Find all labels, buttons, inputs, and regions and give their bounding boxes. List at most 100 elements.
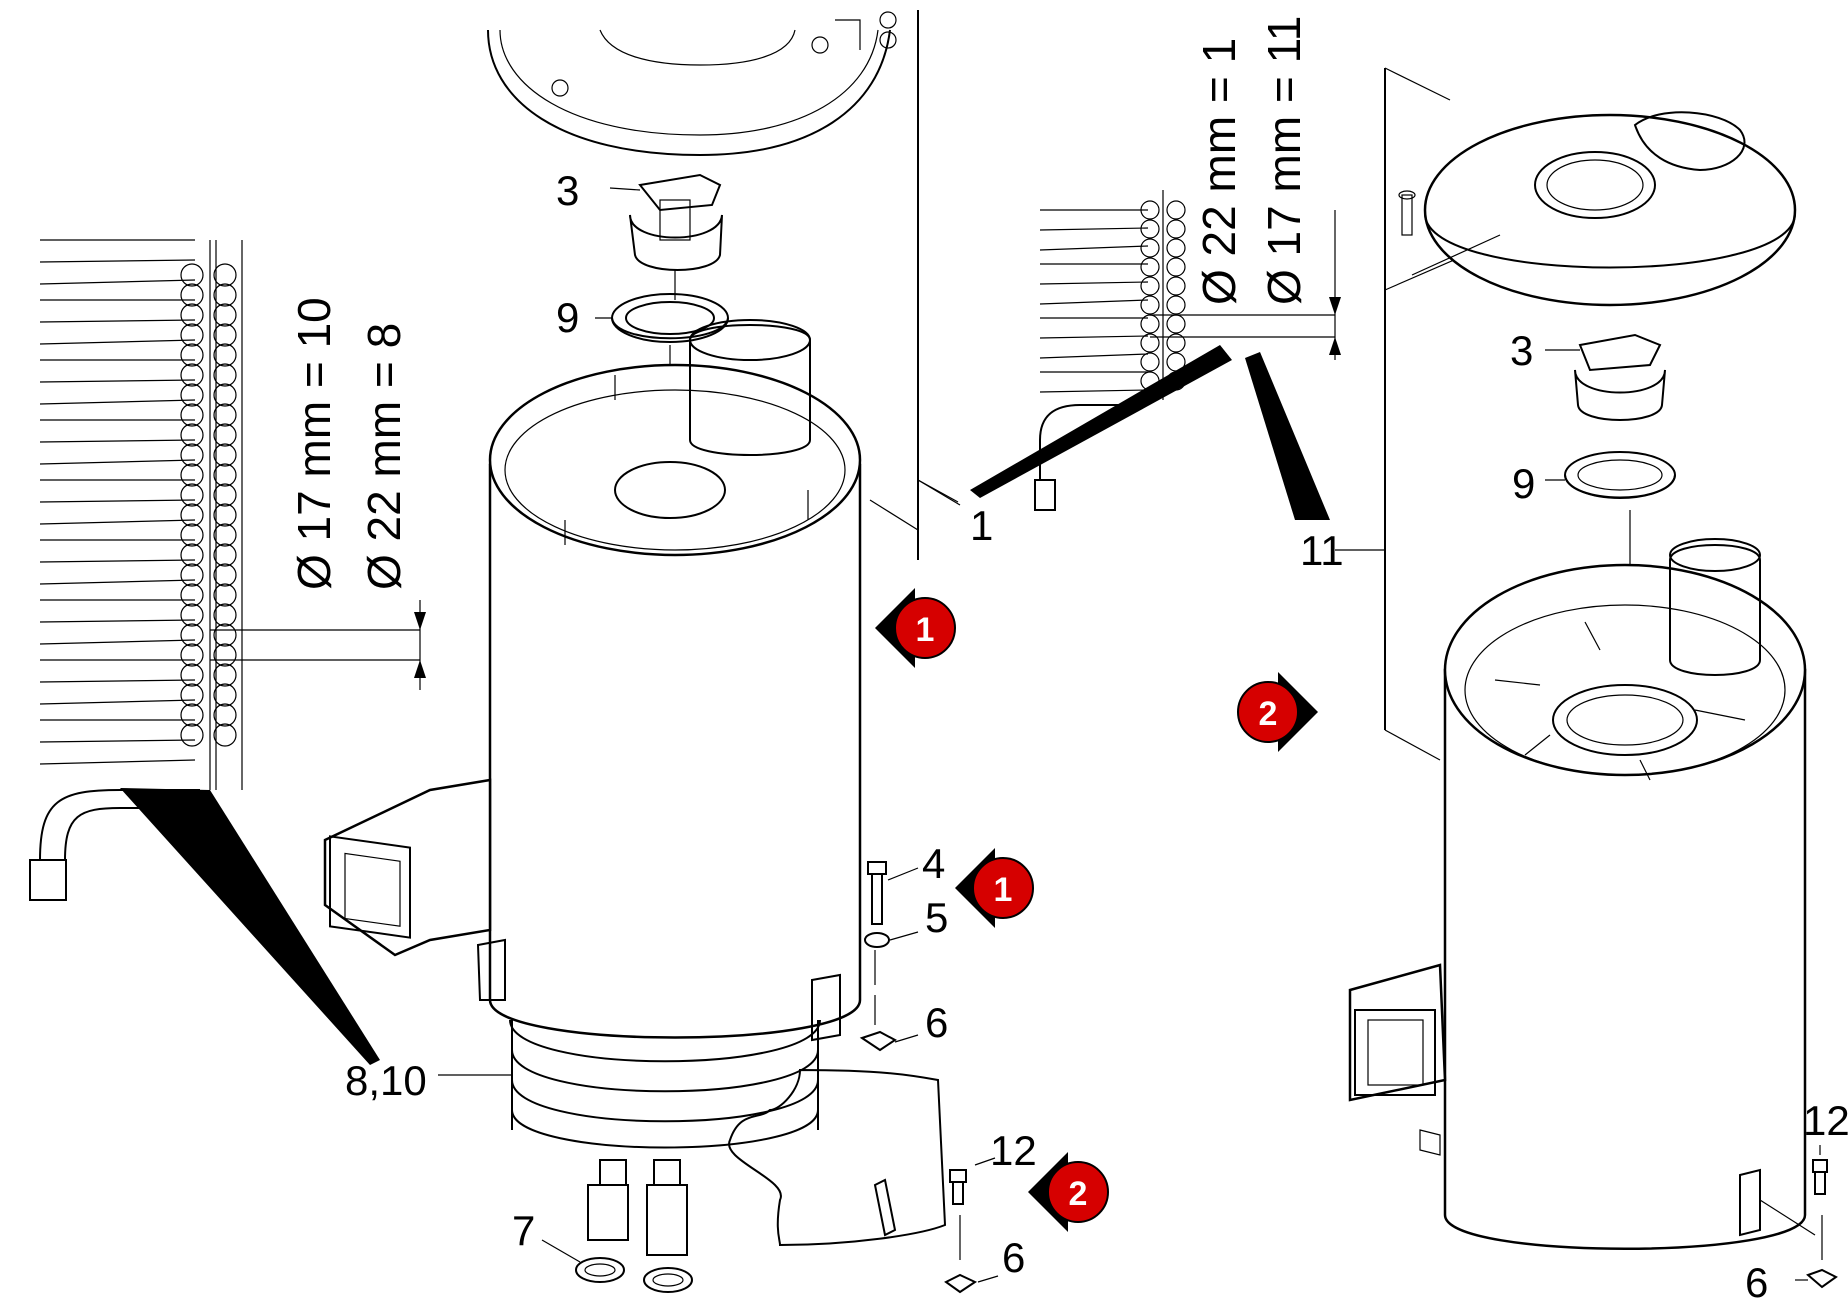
coil-fin [39, 319, 196, 323]
coil-tube [1140, 219, 1160, 239]
coil-connector [29, 859, 67, 901]
coil-tube [180, 383, 204, 407]
coil-tube [180, 503, 204, 527]
part-label-3: 3 [556, 167, 579, 214]
nut [879, 31, 897, 49]
coil-fin [1039, 299, 1149, 305]
coil-tube [213, 323, 237, 347]
coil-tube [180, 343, 204, 367]
center-assembly [323, 10, 999, 1294]
coil-fin [1039, 353, 1149, 359]
coil-tube [213, 283, 237, 307]
burner-holder [609, 173, 723, 271]
coil-fin [1039, 389, 1149, 393]
coil-tube [1166, 257, 1186, 277]
top-plate [1423, 113, 1797, 307]
svg-text:2: 2 [1259, 695, 1278, 733]
coil-tube [213, 463, 237, 487]
coil-tube [213, 403, 237, 427]
coil-tube [213, 303, 237, 327]
callout-pointer [1245, 352, 1330, 520]
coil-tube [180, 303, 204, 327]
coil-fin [1039, 335, 1149, 339]
coil-tube [213, 683, 237, 707]
coil-tube [180, 583, 204, 607]
coil-fin [39, 259, 196, 263]
coil-tube [1140, 276, 1160, 296]
coil-tube [1166, 314, 1186, 334]
coil-tube [180, 643, 204, 667]
part-label-5: 5 [925, 894, 948, 941]
coil-tube [180, 283, 204, 307]
coil-tube [213, 663, 237, 687]
coil-tube [1140, 238, 1160, 258]
coil-tube [213, 563, 237, 587]
coil-tube [180, 523, 204, 547]
coil-fin [39, 399, 196, 405]
coil-tube [180, 263, 204, 287]
coil-tube [1140, 257, 1160, 277]
coil-fins [1039, 209, 1149, 393]
coil-fin [1039, 245, 1149, 251]
coil-tube [213, 503, 237, 527]
part-label-6: 6 [1002, 1234, 1025, 1281]
coil-fin [39, 459, 196, 465]
coil-tube [1166, 219, 1186, 239]
coil-fin [39, 619, 196, 623]
coil-tube [213, 603, 237, 627]
coil-tube [1166, 333, 1186, 353]
bolt-washer-nut [859, 861, 919, 1052]
part-label-9: 9 [1512, 460, 1535, 507]
coil-tube [1166, 295, 1186, 315]
coil-tube [213, 443, 237, 467]
coil-fin [39, 439, 196, 443]
part-label-11: 11 [1300, 527, 1344, 574]
part-label-8-10: 8,10 [345, 1057, 427, 1104]
coil-tube [180, 463, 204, 487]
coil-tube [213, 383, 237, 407]
coil-tube [180, 703, 204, 727]
coil-tube [180, 563, 204, 587]
coil-tube [213, 723, 237, 747]
step-badge-2: 2 [1028, 1152, 1109, 1232]
coil-tube [1140, 352, 1160, 372]
part-label-12: 12 [1803, 1097, 1848, 1144]
svg-text:1: 1 [916, 611, 935, 649]
coil-tube [213, 703, 237, 727]
boiler-cylinder [1443, 668, 1807, 1250]
coil-tube [213, 483, 237, 507]
coil-tube [213, 623, 237, 647]
dimension-17mm-label: Ø 17 mm = 10 [288, 297, 340, 590]
coil-tube [180, 443, 204, 467]
coil-tube-column [1140, 190, 1186, 400]
coil-tube [213, 423, 237, 447]
coil-tube [213, 643, 237, 667]
coil-tube [1140, 333, 1160, 353]
coil-tube [180, 363, 204, 387]
coil-fin [39, 699, 196, 705]
coil-tube [180, 403, 204, 427]
coil-tube [180, 323, 204, 347]
coil-fin [39, 759, 196, 765]
top-cover [487, 29, 891, 157]
coil-tube [1166, 238, 1186, 258]
left-coil-detail: Ø 17 mm = 10 Ø 22 mm = 8 [29, 239, 426, 1065]
part-label-6: 6 [1745, 1259, 1768, 1306]
coil-tube [1140, 295, 1160, 315]
coil-tube [1166, 276, 1186, 296]
callout-pointer [120, 788, 380, 1065]
coil-tube [180, 683, 204, 707]
coil-tube [180, 723, 204, 747]
coil-fin [39, 499, 196, 503]
part-label-7: 7 [512, 1207, 535, 1254]
heat-exchanger-coil [509, 1019, 821, 1149]
coil-tube [180, 603, 204, 627]
coil-fin [39, 579, 196, 585]
dimension-22mm-label: Ø 22 mm = 8 [358, 323, 410, 590]
part-label-3: 3 [1510, 327, 1533, 374]
o-ring [575, 1257, 625, 1283]
coil-tube [1140, 200, 1160, 220]
coil-fin [1039, 281, 1149, 285]
